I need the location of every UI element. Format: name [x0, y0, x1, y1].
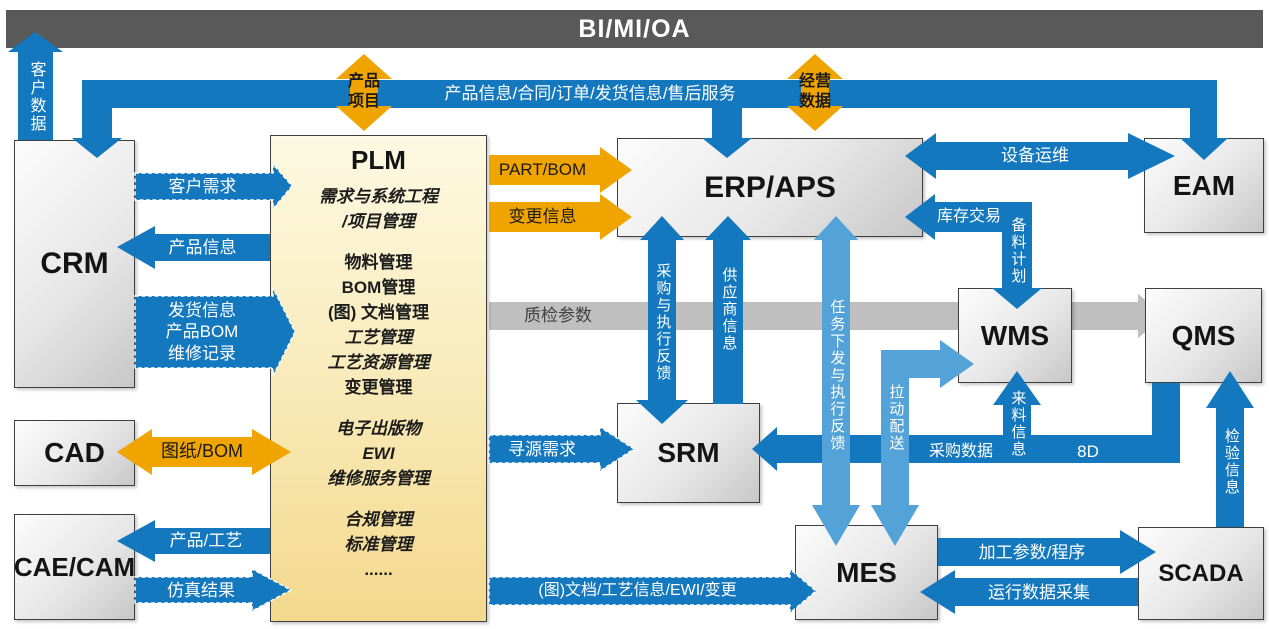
- runtime-data-arrow: [920, 570, 1138, 614]
- plm-item: /项目管理: [342, 212, 415, 231]
- label-stock-prep-plan: 备料计划: [1009, 217, 1027, 285]
- plm-item: 电子出版物: [336, 419, 421, 438]
- label-part-bom: PART/BOM: [498, 160, 587, 180]
- product-process-arrow: [117, 520, 270, 562]
- plm-title: PLM: [351, 145, 406, 175]
- label-customer-req: 客户需求: [168, 176, 237, 196]
- simulation-result-arrow: [134, 567, 293, 613]
- label-product-info: 产品信息: [168, 237, 237, 257]
- label-runtime-data: 运行数据采集: [988, 582, 1090, 602]
- mes-label: MES: [836, 556, 897, 588]
- plm-item: (图) 文档管理: [327, 303, 430, 322]
- label-equipment-om: 设备运维: [1001, 146, 1069, 166]
- plm-item: 物料管理: [344, 253, 413, 272]
- equipment-om-arrow: [905, 133, 1175, 179]
- label-doc-process-band: (图)文档/工艺信息/EWI/变更: [538, 582, 737, 599]
- business-data-diamond: [787, 54, 843, 131]
- part-bom-arrow: [489, 147, 632, 193]
- stock-prep-plan-arrow: [992, 202, 1042, 309]
- cad-box: CAD: [14, 420, 135, 486]
- label-product-process: 产品/工艺: [169, 531, 243, 551]
- label-incoming-material: 来料信息: [1009, 390, 1027, 458]
- label-drawing-bom: 图纸/BOM: [160, 441, 243, 462]
- drawing-bom-arrow: [117, 429, 291, 475]
- srm-box: SRM: [617, 403, 760, 503]
- plm-box: PLM 需求与系统工程/项目管理物料管理 BOM管理 (图) 文档管理工艺管理工艺资…: [270, 135, 487, 622]
- label-business-data: 经营 数据: [798, 73, 831, 110]
- label-top-band: 产品信息/合同/订单/发货信息/售后服务: [444, 84, 736, 104]
- cae-cam-box: CAE/CAM: [14, 514, 135, 620]
- label-purchase-data: 采购数据: [928, 443, 993, 460]
- qms-box: QMS: [1145, 288, 1262, 383]
- srm-label: SRM: [657, 437, 720, 468]
- plm-item: 工艺资源管理: [327, 353, 430, 372]
- qms-label: QMS: [1171, 319, 1236, 351]
- machining-params-arrow: [938, 530, 1156, 574]
- doc-process-band-arrow: [488, 567, 818, 615]
- label-inspection-info: 检验信息: [1222, 428, 1240, 496]
- bi-mi-oa-label: BI/MI/OA: [578, 14, 691, 43]
- label-delivery-info: 发货信息 产品BOM 维修记录: [165, 301, 239, 363]
- change-info-arrow: [489, 194, 632, 240]
- label-customer-data: 客户数据: [27, 61, 45, 133]
- label-eight-d: 8D: [1077, 442, 1099, 462]
- scada-label: SCADA: [1158, 559, 1244, 587]
- scada-box: SCADA: [1138, 527, 1264, 620]
- delivery-info-arrow: [134, 287, 296, 377]
- mes-box: MES: [795, 525, 938, 620]
- label-sourcing-req: 寻源需求: [508, 439, 576, 459]
- wms-label: WMS: [980, 319, 1050, 351]
- procurement-exec-feedback-arrow: [636, 216, 688, 424]
- cad-label: CAD: [44, 437, 105, 468]
- plm-item: 工艺管理: [344, 328, 413, 347]
- erp-aps-box: ERP/APS: [617, 138, 923, 237]
- label-simulation-result: 仿真结果: [167, 581, 235, 601]
- top-band-eam-elbow: [1180, 80, 1228, 160]
- eam-label: EAM: [1172, 169, 1236, 201]
- label-supplier-info: 供应商信息: [720, 267, 738, 352]
- label-inventory-txn: 库存交易: [936, 208, 1001, 225]
- label-pull-delivery: 拉动配送: [887, 384, 905, 452]
- label-task-dispatch-feedback: 任务下发与执行反馈: [828, 299, 846, 452]
- plm-item: 需求与系统工程: [319, 187, 438, 206]
- task-dispatch-feedback-arrow: [812, 216, 860, 546]
- bi-mi-oa-bar: BI/MI/OA: [6, 10, 1263, 48]
- plm-item: BOM管理: [341, 278, 416, 297]
- incoming-material-arrow: [993, 371, 1041, 435]
- plm-item: 变更管理: [344, 378, 413, 397]
- label-machining-params: 加工参数/程序: [978, 542, 1086, 562]
- label-change-info: 变更信息: [508, 207, 577, 227]
- plm-item: 标准管理: [344, 535, 413, 554]
- inspection-info-arrow: [1206, 371, 1254, 527]
- plm-item: 合规管理: [344, 510, 413, 529]
- product-project-diamond: [336, 54, 392, 131]
- plm-item: 维修服务管理: [327, 469, 430, 488]
- plm-item: EWI: [362, 444, 395, 463]
- supplier-info-arrow: [705, 216, 751, 404]
- sourcing-req-arrow: [488, 425, 636, 473]
- top-band-erp-stub: [702, 108, 752, 158]
- plm-items: 需求与系统工程/项目管理物料管理 BOM管理 (图) 文档管理工艺管理工艺资源管理变…: [271, 176, 486, 582]
- label-product-project: 产品 项目: [347, 73, 380, 110]
- srm-qms-band: [752, 383, 1180, 471]
- customer-req-arrow: [134, 161, 293, 212]
- customer-data-arrow: [8, 32, 63, 140]
- erp-aps-label: ERP/APS: [704, 170, 836, 204]
- label-qc-params: 质检参数: [524, 306, 592, 326]
- crm-label: CRM: [40, 247, 109, 280]
- pull-delivery-arrow: [871, 340, 974, 546]
- crm-box: CRM: [14, 140, 135, 388]
- cae-cam-label: CAE/CAM: [13, 551, 136, 582]
- plm-item: ......: [364, 560, 393, 579]
- inventory-txn-arrow: [905, 194, 1032, 240]
- top-band-crm-elbow: [72, 80, 122, 158]
- product-info-arrow: [117, 226, 270, 269]
- label-procurement-exec-feedback: 采购与执行反馈: [654, 263, 672, 382]
